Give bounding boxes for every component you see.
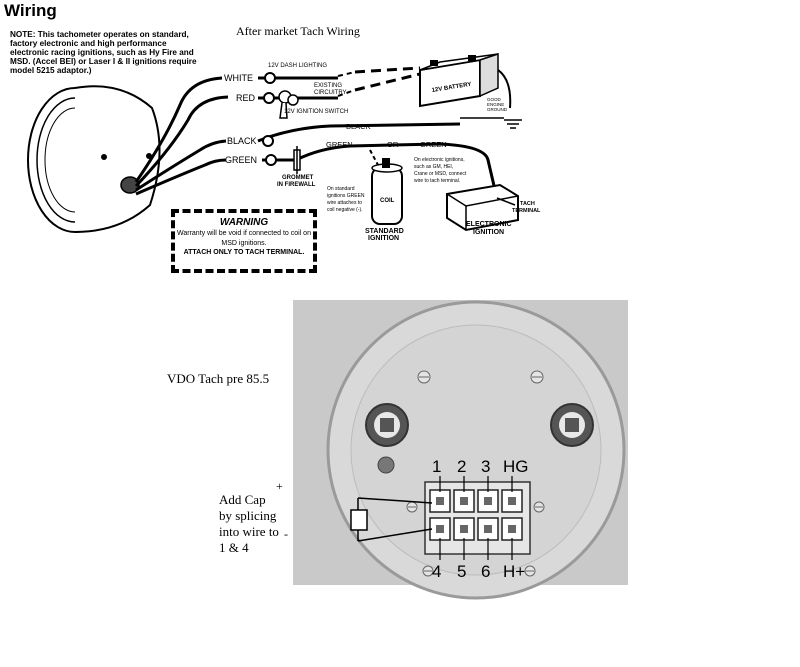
page-title: Wiring: [4, 1, 57, 20]
grommet-label: GROMMET: [282, 175, 314, 181]
tach-terminal-label-2: TERMINAL: [512, 208, 541, 214]
ground-label-3: GROUND: [487, 107, 508, 112]
aftermarket-title: After market Tach Wiring: [236, 24, 360, 38]
white-wire-label: WHITE: [224, 73, 253, 83]
electronic-note-4: wire to tach terminal.: [414, 178, 460, 184]
terminal-label-1: 1: [432, 457, 441, 476]
green-ecu-wire-label: GREEN: [420, 140, 447, 149]
electronic-ignition-label-2: IGNITION: [473, 229, 504, 236]
terminal-label-3: 3: [481, 457, 490, 476]
grommet-label-2: IN FIREWALL: [277, 182, 316, 188]
ignition-switch-label: 12V IGNITION SWITCH: [284, 109, 348, 115]
standard-ignition-label-2: IGNITION: [368, 235, 399, 242]
electronic-ignition-label: ELECTRONIC: [466, 221, 512, 228]
tach-terminal-label: TACH: [520, 201, 535, 207]
existing-circuitry-label: EXISTING: [314, 83, 342, 89]
standard-note-4: coil negative (-).: [327, 207, 363, 213]
ground-symbol-icon: [460, 117, 522, 129]
gauge-wires: [134, 76, 229, 196]
vdo-tach-title: VDO Tach pre 85.5: [167, 371, 270, 386]
compatibility-note: NOTE: This tachometer operates on standa…: [10, 30, 197, 75]
or-label: OR: [387, 140, 399, 149]
tachometer-gauge: [27, 85, 161, 233]
terminal-label-4: 4: [432, 562, 441, 581]
coil-label: COIL: [380, 198, 395, 204]
standard-note-2: ignitions GREEN: [327, 193, 365, 199]
warning-text: Warranty will be void if connected to co…: [177, 230, 311, 247]
capacitor-icon: [350, 497, 433, 542]
red-wire-label: RED: [236, 93, 256, 103]
standard-note-1: On standard: [327, 186, 355, 192]
terminal-connector: [424, 476, 531, 560]
battery-icon: [419, 52, 512, 109]
standard-ignition-label: STANDARD: [365, 228, 404, 235]
terminal-label-6: 6: [481, 562, 490, 581]
terminal-label-h-plus: H+: [503, 562, 525, 581]
electronic-note-2: such as GM, HEI,: [414, 164, 453, 170]
electronic-note-1: On electronic ignitions,: [414, 157, 465, 163]
aftermarket-wiring-schematic: WHITE RED BLACK GREEN BLACK GREEN OR GRE…: [27, 52, 541, 242]
warning-box: WARNING Warranty will be void if connect…: [171, 209, 317, 273]
add-cap-instruction: Add Cap by splicing into wire to 1 & 4: [219, 492, 279, 555]
gauge-back-face: [326, 300, 626, 600]
warning-title: WARNING: [219, 217, 269, 228]
capacitor-plus-label: +: [276, 479, 283, 493]
standard-note-3: wire attaches to: [327, 200, 362, 206]
dash-lighting-label: 12V DASH LIGHTING: [268, 63, 327, 69]
ground-label-1: GOOD: [487, 97, 502, 102]
ground-label-2: ENGINE: [487, 102, 504, 107]
terminal-label-hg: HG: [503, 457, 529, 476]
grommet-icon: [293, 146, 301, 174]
existing-circuitry-label-2: CIRCUITRY: [314, 90, 347, 96]
ignition-switch-icon: [278, 90, 299, 119]
terminal-label-5: 5: [457, 562, 466, 581]
bulb-holder-icons: [365, 403, 594, 474]
electronic-note-3: Crane or MSD, connect: [414, 171, 467, 177]
warning-attach-text: ATTACH ONLY TO TACH TERMINAL.: [183, 249, 305, 256]
green-wire-label: GREEN: [225, 155, 257, 165]
black-wire-label: BLACK: [227, 136, 257, 146]
capacitor-minus-label: -: [284, 527, 288, 541]
electronic-ignition-icon: [446, 183, 519, 232]
screw-icons: [406, 370, 545, 577]
terminal-label-2: 2: [457, 457, 466, 476]
coil-icon: [371, 158, 403, 225]
green-coil-wire-label: GREEN: [326, 140, 353, 149]
black-ground-wire-label: BLACK: [346, 122, 371, 131]
